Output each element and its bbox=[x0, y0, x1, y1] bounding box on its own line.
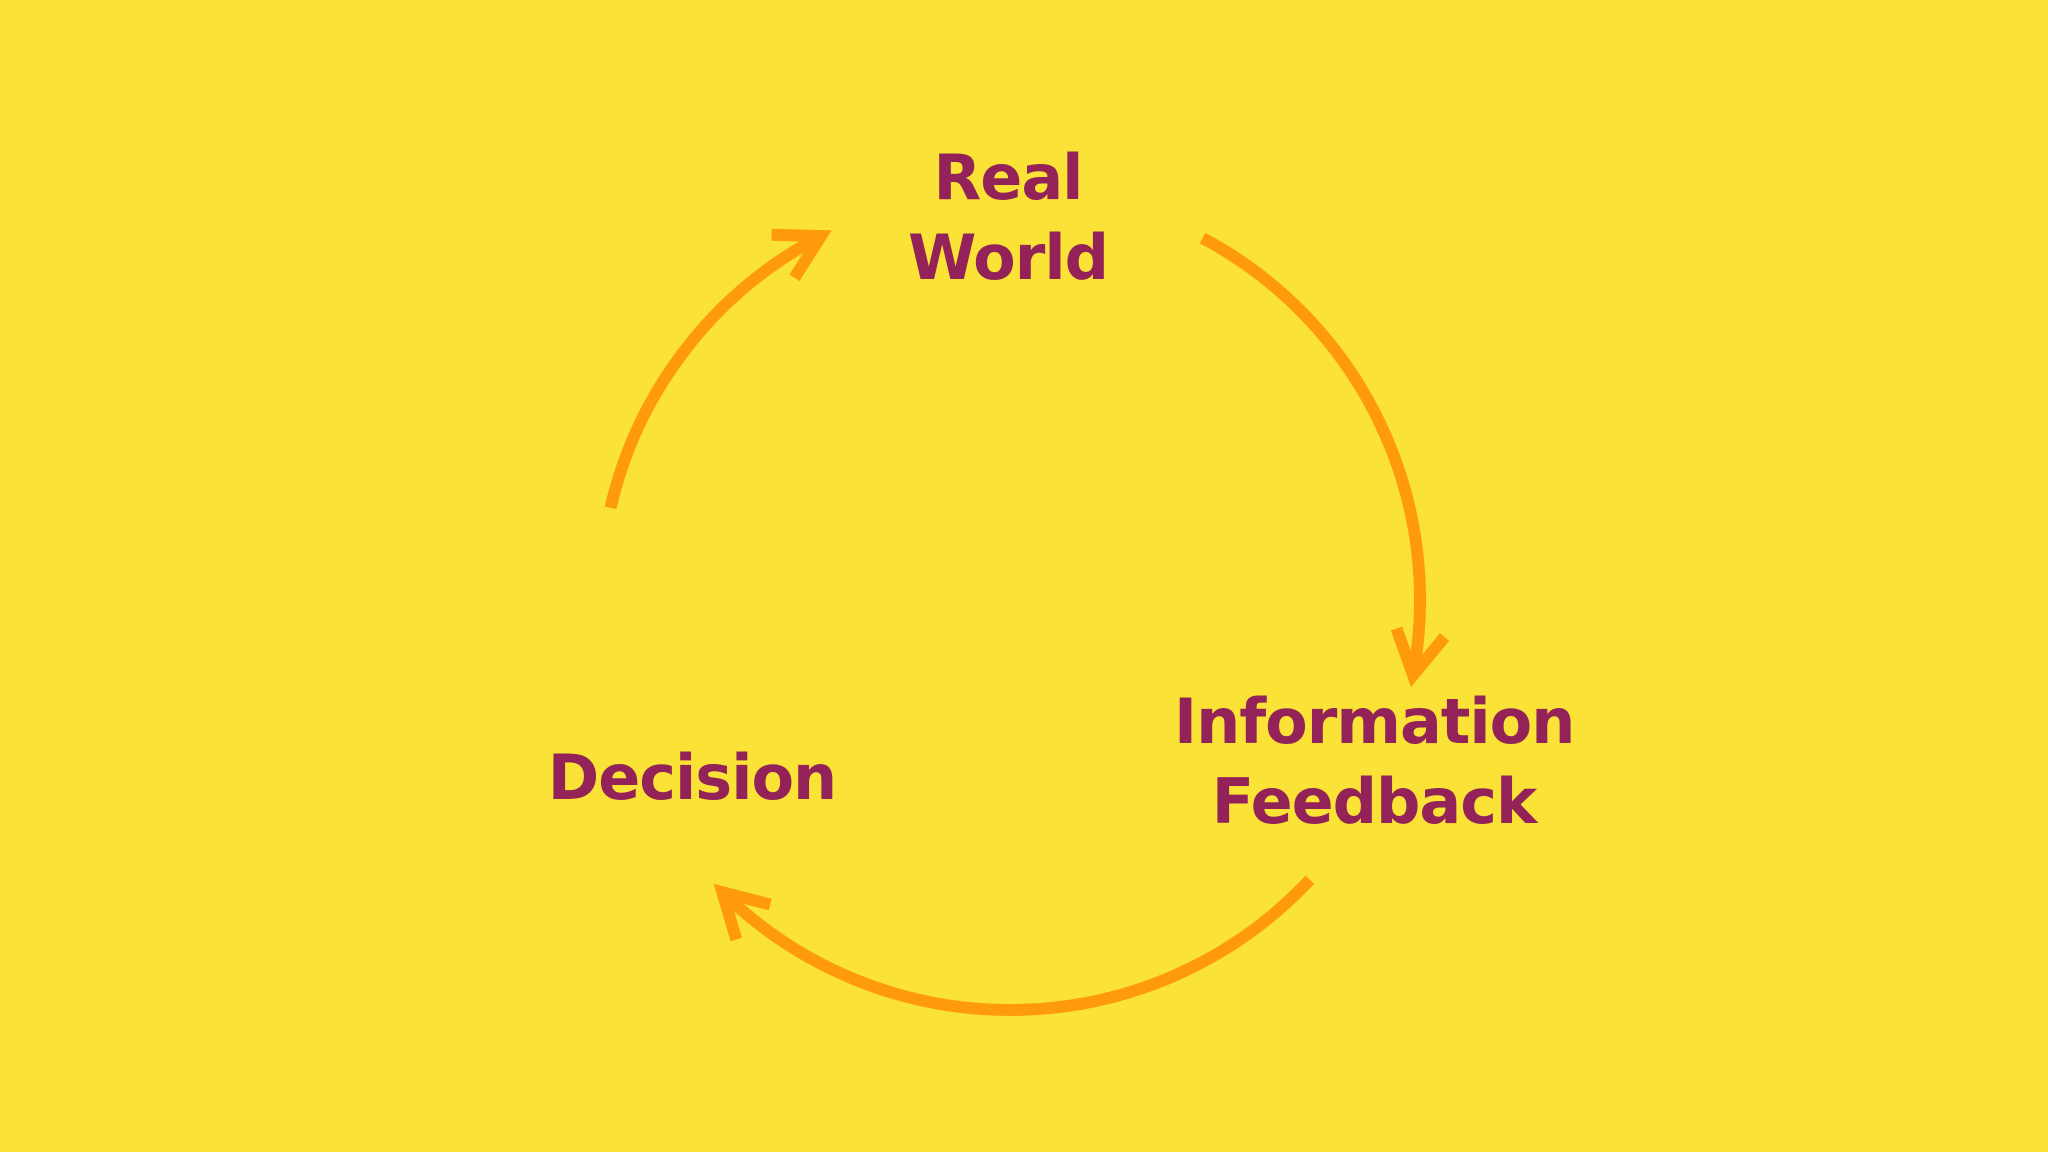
node-real-world: Real World bbox=[808, 138, 1208, 298]
node-real-world-line-1: Real bbox=[933, 141, 1084, 214]
arrow-information-feedback-to-decision bbox=[713, 875, 1315, 1016]
arrow-layer bbox=[604, 228, 1450, 1016]
arrow-decision-to-real-world-line bbox=[604, 232, 821, 510]
arrow-real-world-to-information-feedback bbox=[1199, 232, 1450, 688]
node-information-feedback-line-2: Feedback bbox=[1211, 765, 1538, 838]
arrow-information-feedback-to-decision-line bbox=[721, 875, 1315, 1016]
arrow-real-world-to-information-feedback-head bbox=[1390, 626, 1450, 688]
arrow-decision-to-real-world-head bbox=[771, 228, 832, 282]
arrow-real-world-to-information-feedback-line bbox=[1199, 232, 1426, 673]
node-information-feedback-line-1: Information bbox=[1174, 685, 1575, 758]
node-decision-line-1: Decision bbox=[547, 741, 837, 814]
node-decision: Decision bbox=[492, 738, 892, 818]
node-information-feedback: Information Feedback bbox=[1174, 682, 1575, 842]
arrow-decision-to-real-world bbox=[604, 228, 832, 510]
node-real-world-line-2: World bbox=[908, 221, 1109, 294]
arrow-information-feedback-to-decision-head bbox=[713, 883, 772, 942]
